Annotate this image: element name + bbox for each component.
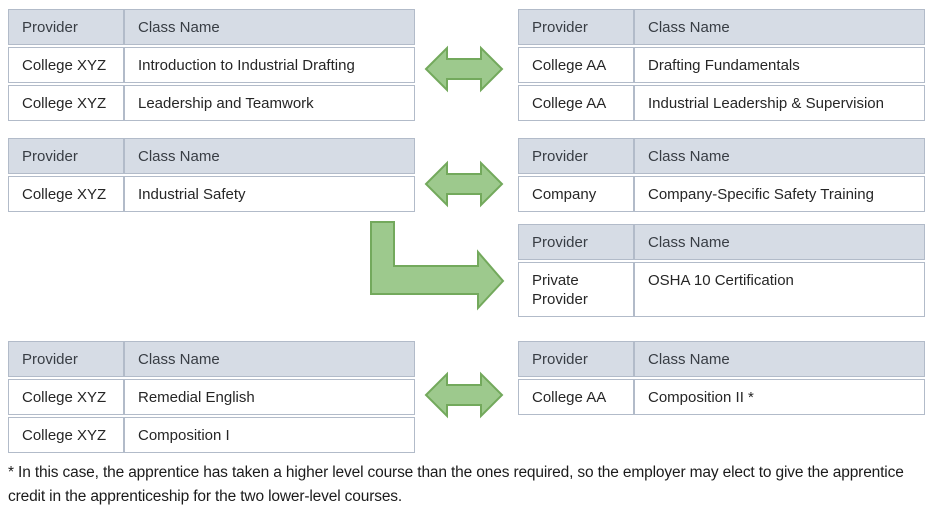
column-header-class-name: Class Name <box>634 9 925 45</box>
header-row: Provider Class Name <box>8 341 415 377</box>
header-row: Provider Class Name <box>8 9 415 45</box>
footnote-text: * In this case, the apprentice has taken… <box>8 464 904 505</box>
table-cell: College AA <box>518 47 634 83</box>
table-cell: Company-Specific Safety Training <box>634 176 925 212</box>
column-header-class-name: Class Name <box>124 341 415 377</box>
column-header-provider: Provider <box>518 224 634 260</box>
table-cell: College XYZ <box>8 85 124 121</box>
column-header-class-name: Class Name <box>634 224 925 260</box>
table-cell: Company <box>518 176 634 212</box>
header-row: Provider Class Name <box>518 9 925 45</box>
table-cell: College XYZ <box>8 47 124 83</box>
table-cell: Leadership and Teamwork <box>124 85 415 121</box>
column-header-provider: Provider <box>8 9 124 45</box>
header-row: Provider Class Name <box>8 138 415 174</box>
table-cell: Drafting Fundamentals <box>634 47 925 83</box>
table-cell: Private Provider <box>518 262 634 317</box>
column-header-class-name: Class Name <box>634 341 925 377</box>
column-header-provider: Provider <box>518 138 634 174</box>
double-arrow-icon <box>424 371 504 419</box>
double-arrow-icon <box>424 45 504 93</box>
table-cell: College XYZ <box>8 379 124 415</box>
header-row: Provider Class Name <box>518 341 925 377</box>
column-header-provider: Provider <box>8 138 124 174</box>
column-header-class-name: Class Name <box>124 9 415 45</box>
table-cell: Introduction to Industrial Drafting <box>124 47 415 83</box>
table-cell: Composition II * <box>634 379 925 415</box>
column-header-provider: Provider <box>518 341 634 377</box>
table-cell: OSHA 10 Certification <box>634 262 925 317</box>
column-header-provider: Provider <box>8 341 124 377</box>
table-cell: Industrial Leadership & Supervision <box>634 85 925 121</box>
bent-arrow-icon <box>370 221 505 311</box>
table-cell: Remedial English <box>124 379 415 415</box>
table-cell: Industrial Safety <box>124 176 415 212</box>
table-cell: College XYZ <box>8 417 124 453</box>
column-header-class-name: Class Name <box>124 138 415 174</box>
column-header-class-name: Class Name <box>634 138 925 174</box>
double-arrow-icon <box>424 160 504 208</box>
table-cell: College XYZ <box>8 176 124 212</box>
column-header-provider: Provider <box>518 9 634 45</box>
header-row: Provider Class Name <box>518 224 925 260</box>
table-cell: Composition I <box>124 417 415 453</box>
header-row: Provider Class Name <box>518 138 925 174</box>
table-cell: College AA <box>518 85 634 121</box>
table-cell: College AA <box>518 379 634 415</box>
